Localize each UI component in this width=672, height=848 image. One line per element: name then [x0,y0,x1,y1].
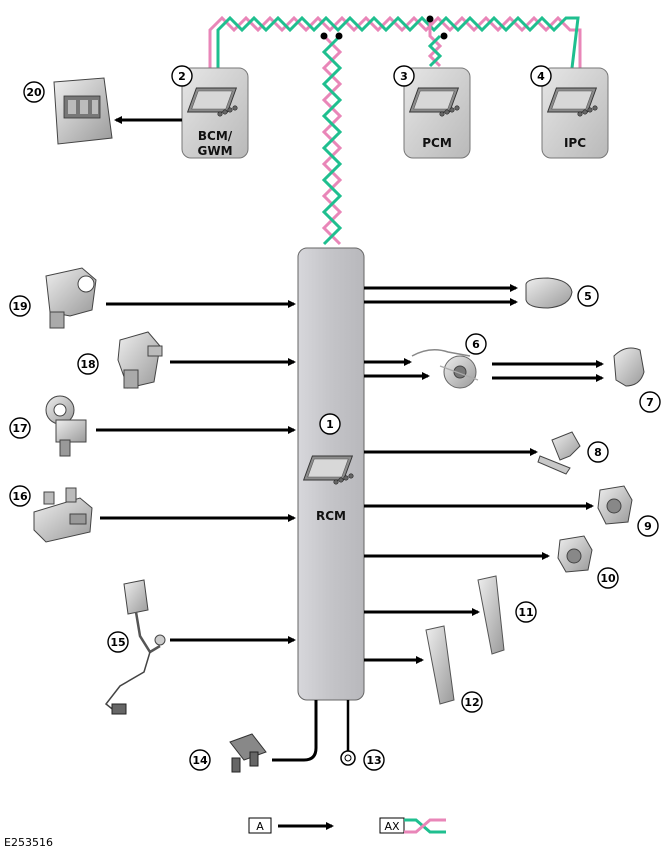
bcm-label: BCM/ [198,129,233,143]
svg-text:17: 17 [12,422,27,435]
part-18-sensor [117,331,163,389]
callout-8: 8 [587,441,609,463]
svg-text:10: 10 [600,572,616,585]
callout-13: 13 [363,749,385,771]
callout-20: 20 [23,81,45,103]
svg-text:19: 19 [12,300,27,313]
bcm-gwm-module: BCM/ GWM [181,67,249,159]
part-17-sensor [45,395,87,457]
svg-text:13: 13 [366,754,381,767]
svg-text:1: 1 [326,418,334,431]
wire-rcm-to-fuse [272,700,318,762]
callout-19: 19 [9,295,31,317]
bus-junction [335,32,343,40]
part-13-ground [340,750,356,766]
gwm-label: GWM [197,144,232,158]
svg-text:11: 11 [518,606,533,619]
callout-18: 18 [77,353,99,375]
svg-text:12: 12 [464,696,479,709]
bus-junction [440,32,448,40]
svg-text:2: 2 [178,70,186,83]
part-6-clockspring [411,349,479,389]
callout-15: 15 [107,631,129,653]
callout-7: 7 [639,391,661,413]
bus-junction [426,15,434,23]
callout-2: 2 [171,65,193,87]
svg-text:3: 3 [400,70,408,83]
part-12-curtain-airbag [425,625,455,705]
svg-text:14: 14 [192,754,208,767]
svg-text:9: 9 [644,520,652,533]
callout-3: 3 [393,65,415,87]
legend: A AX [248,817,446,834]
svg-text:8: 8 [594,446,602,459]
callout-4: 4 [530,65,552,87]
callout-12: 12 [461,691,483,713]
part-11-curtain-airbag [477,575,505,655]
svg-text:20: 20 [26,86,42,99]
svg-text:18: 18 [80,358,95,371]
callout-11: 11 [515,601,537,623]
legend-network-key: AX [384,820,400,833]
svg-text:16: 16 [12,490,28,503]
svg-text:4: 4 [537,70,545,83]
legend-network-box [379,817,405,834]
callout-10: 10 [597,567,619,589]
legend-hardwired-box [248,817,272,834]
rcm-module: RCM [297,247,365,701]
part-8-pretensioner [537,431,581,475]
svg-text:15: 15 [110,636,125,649]
part-15-buckle [104,579,166,715]
pcm-module: PCM [403,67,471,159]
callout-14: 14 [189,749,211,771]
bus-junction [320,32,328,40]
svg-text:6: 6 [472,338,480,351]
part-10-inflator [557,535,593,573]
legend-hardwired-key: A [256,820,264,833]
overhead-console-part [53,77,113,145]
part-14-fuse [229,733,267,773]
legend-network-wire-pink [404,818,446,834]
callout-17: 17 [9,417,31,439]
part-19-sensor [45,267,97,329]
pcm-label: PCM [422,136,452,150]
part-7-airbag [613,347,645,387]
callout-16: 16 [9,485,31,507]
ipc-label: IPC [564,136,586,150]
part-16-sensor [33,487,93,543]
svg-text:5: 5 [584,290,592,303]
figure-id: E253516 [4,836,53,848]
rcm-label: RCM [316,509,346,523]
network-bus [208,15,582,246]
callout-9: 9 [637,515,659,537]
callout-1: 1 [319,413,341,435]
svg-text:7: 7 [646,396,654,409]
callout-6: 6 [465,333,487,355]
ipc-module: IPC [541,67,609,159]
callout-5: 5 [577,285,599,307]
part-5-module [525,277,573,309]
part-9-inflator [597,485,633,525]
